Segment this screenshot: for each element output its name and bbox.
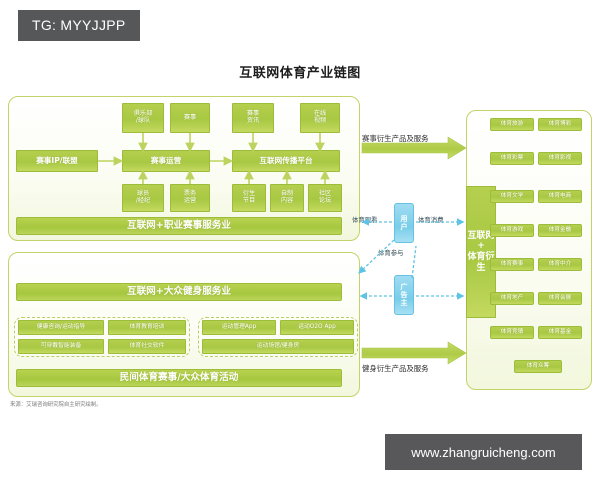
label-sports-consumption: 体育消费 xyxy=(418,216,444,224)
bar-internet-pro-event-services[interactable]: 互联网+职业赛事服务业 xyxy=(16,217,342,235)
box-derivative-programs[interactable]: 衍生节目 xyxy=(232,184,266,212)
box-derivative-0[interactable]: 体育旅游 xyxy=(490,118,534,131)
box-sport-venue-gym[interactable]: 运动场馆/健身房 xyxy=(202,339,354,354)
box-derivative-10[interactable]: 体育地产 xyxy=(490,292,534,305)
box-sport-o2o-app[interactable]: 运动O2O App xyxy=(280,320,354,335)
telegram-watermark-badge: TG: MYYJJPP xyxy=(18,10,140,41)
box-derivative-7[interactable]: 体育金融 xyxy=(538,224,582,237)
box-derivative-5[interactable]: 体育电商 xyxy=(538,190,582,203)
bar-internet-mass-fitness-services[interactable]: 互联网+大众健身服务业 xyxy=(16,283,342,301)
box-sports-social-software[interactable]: 体育社交软件 xyxy=(108,339,186,354)
box-community-forum[interactable]: 社区论坛 xyxy=(308,184,342,212)
box-advertiser[interactable]: 广告主 xyxy=(394,275,414,315)
label-event-derivative-products: 赛事衍生产品及服务 xyxy=(362,134,429,143)
box-ticketing-operation[interactable]: 票务运营 xyxy=(170,184,210,212)
bar-folk-events-mass-activities[interactable]: 民间体育赛事/大众体育活动 xyxy=(16,369,342,387)
box-player-agent[interactable]: 球员/经纪 xyxy=(122,184,164,212)
box-derivative-9[interactable]: 体育中介 xyxy=(538,258,582,271)
box-sports-education-training[interactable]: 体育教育培训 xyxy=(108,320,186,335)
box-user[interactable]: 用户 xyxy=(394,203,414,243)
label-sports-watching: 体育观看 xyxy=(352,216,378,224)
label-sports-participation: 体育参与 xyxy=(378,249,404,257)
box-event[interactable]: 赛事 xyxy=(170,103,210,133)
box-health-consult-sport-guide[interactable]: 健康咨询/运动指导 xyxy=(18,320,104,335)
box-derivative-4[interactable]: 体育文学 xyxy=(490,190,534,203)
source-note: 来源：艾瑞咨询研究院自主研究绘制。 xyxy=(10,402,102,408)
box-derivative-6[interactable]: 体育游戏 xyxy=(490,224,534,237)
box-derivative-3[interactable]: 体育影视 xyxy=(538,152,582,165)
box-derivative-13[interactable]: 体育基金 xyxy=(538,326,582,339)
box-derivative-12[interactable]: 体育竞猜 xyxy=(490,326,534,339)
box-online-video[interactable]: 在线视频 xyxy=(300,103,340,133)
box-sport-management-app[interactable]: 运动管理App xyxy=(202,320,276,335)
box-wearable-smart-equipment[interactable]: 可穿戴智能装备 xyxy=(18,339,104,354)
box-event-news[interactable]: 赛事资讯 xyxy=(232,103,274,133)
box-event-ip-league[interactable]: 赛事IP/联盟 xyxy=(16,150,98,172)
box-derivative-1[interactable]: 体育博彩 xyxy=(538,118,582,131)
box-internet-broadcast-platform[interactable]: 互联网传播平台 xyxy=(232,150,340,172)
box-derivative-2[interactable]: 体育彩票 xyxy=(490,152,534,165)
box-club-team[interactable]: 俱乐部/球队 xyxy=(122,103,164,133)
box-derivative-11[interactable]: 体育会展 xyxy=(538,292,582,305)
box-derivative-8[interactable]: 体育赛事 xyxy=(490,258,534,271)
box-event-operation[interactable]: 赛事运营 xyxy=(122,150,210,172)
url-watermark-badge: www.zhangruicheng.com xyxy=(385,434,582,470)
box-derivative-footer[interactable]: 体育众筹 xyxy=(514,360,562,373)
page-title: 互联网体育产业链图 xyxy=(239,66,361,81)
label-fitness-derivative-products: 健身衍生产品及服务 xyxy=(362,364,429,373)
box-self-made-content[interactable]: 自制内容 xyxy=(270,184,304,212)
